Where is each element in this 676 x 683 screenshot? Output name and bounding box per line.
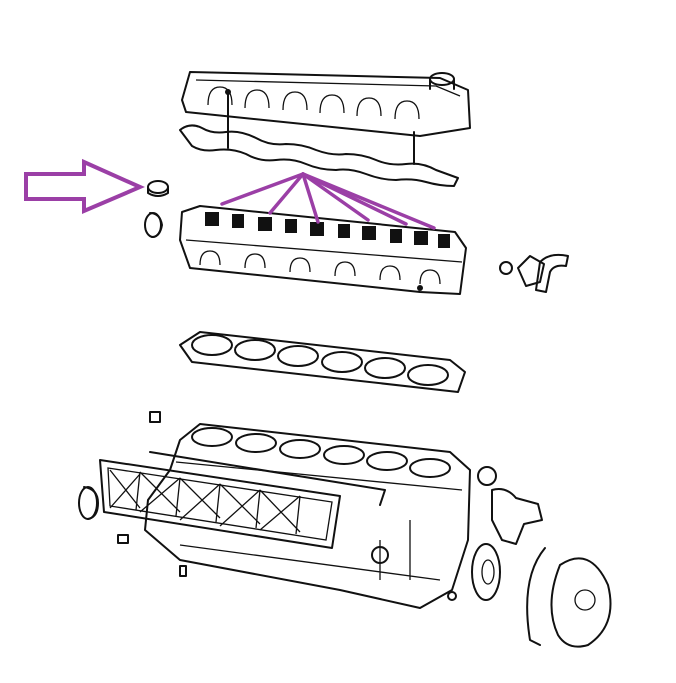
head-seal [144,212,163,238]
water-pump [477,466,543,545]
cylinder-head [179,205,467,295]
valve-cover-gasket [179,124,459,187]
annotation-arrow-group [24,158,436,230]
small-fitting [117,534,187,577]
callout-lines [220,172,436,230]
crank-pulley [471,543,501,601]
head-gasket [179,331,466,393]
engine-block [144,423,471,609]
rear-seal [78,486,99,520]
arrow-right-outline-icon [24,158,145,215]
timing-cover [526,547,612,648]
dowel-pin [149,411,161,423]
valve-cover [181,71,471,137]
thermostat-housing [499,253,569,293]
oil-plug [447,591,457,601]
side-cover-plate [99,451,386,549]
cylinder-head-plug [147,180,169,197]
cover-studs [225,89,415,165]
